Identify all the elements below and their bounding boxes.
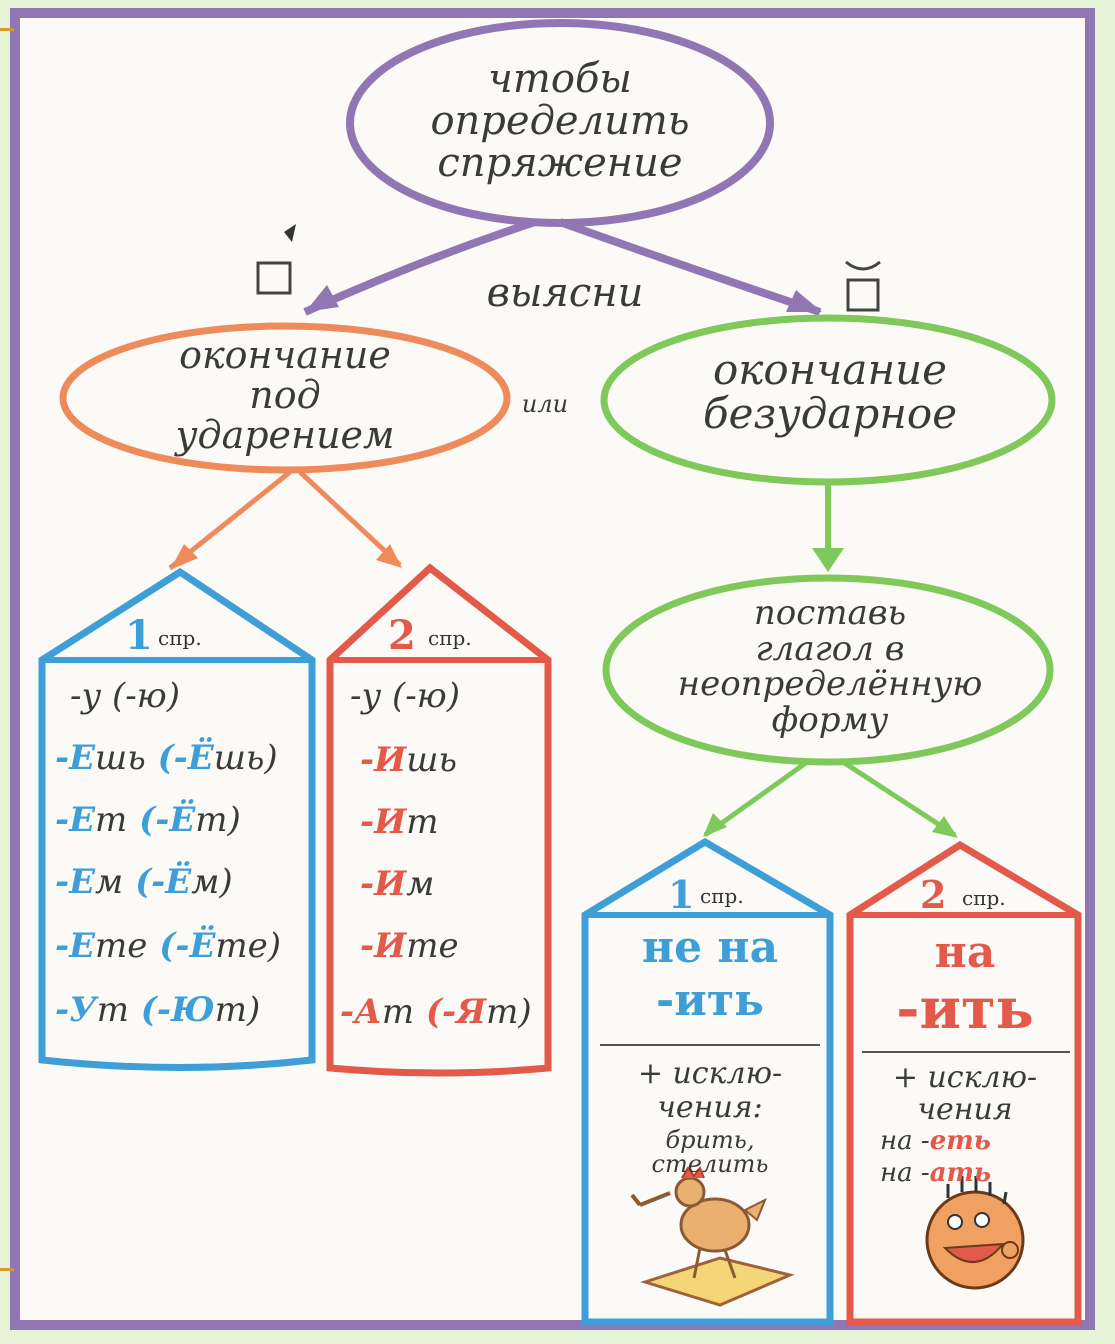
conj-label: спр. (962, 886, 1006, 910)
rule-text: -ить (896, 976, 1034, 1042)
chicken-icon (630, 1165, 795, 1307)
conj-number: 2 (920, 872, 947, 917)
conj-label: спр. (428, 626, 472, 650)
ending-row: -Ем (-Ём) (55, 862, 233, 902)
stress-accent-icon (284, 224, 296, 242)
arrow-head (786, 290, 822, 312)
corner-mark (0, 28, 14, 31)
top-node-text: чтобы определить спряжение (380, 58, 740, 184)
or-label: или (521, 390, 569, 418)
ending-row: -Ут (-Ют) (55, 990, 261, 1030)
stressed-1-house (38, 567, 316, 1071)
ending-row: -Ешь (-Ёшь) (55, 738, 278, 778)
stressed-square-icon (256, 261, 292, 295)
infinitive-line: поставь (753, 593, 907, 633)
find-out-label: выясни (486, 270, 644, 316)
ending-row: -Ит (360, 802, 439, 842)
ending-row: -Ите (360, 926, 459, 966)
ending-row: -Ат (-Ят) (340, 992, 532, 1032)
unstressed-square-icon (846, 278, 880, 312)
infinitive-line: неопределённую (677, 664, 983, 705)
stressed-line: окончание (179, 333, 391, 377)
conj-number: 1 (125, 612, 153, 659)
diagram-frame (10, 8, 1095, 1330)
ending-row: -Ишь (360, 740, 457, 780)
unstressed-1-house (581, 837, 834, 1326)
stressed-line: под (249, 372, 321, 417)
unstressed-2-house (846, 840, 1082, 1326)
exception-text: стелить (651, 1150, 769, 1178)
stressed-oval (59, 322, 511, 474)
infinitive-line: форму (771, 700, 889, 741)
top-node-line: определить (430, 98, 690, 144)
conj-number: 1 (668, 872, 695, 917)
rule-text: не на (641, 922, 779, 973)
conj-number: 2 (388, 612, 416, 659)
arrow-head (305, 285, 339, 312)
exception-text: брить, (665, 1126, 755, 1154)
stressed-line: ударением (175, 412, 395, 457)
infinitive-line: глагол в (755, 628, 905, 669)
face-icon (925, 1176, 1025, 1290)
stressed-node-text: окончание под ударением (100, 333, 470, 457)
infinitive-oval (602, 574, 1054, 766)
corner-mark (0, 1268, 14, 1271)
exception-text: + исклю- (892, 1060, 1038, 1095)
exception-row: на -еть (880, 1126, 991, 1156)
stressed-2-house (326, 563, 552, 1077)
rule-text: на (934, 927, 996, 978)
ending-row: -у (-ю) (70, 676, 180, 716)
unstressed-node-text: окончание безударное (630, 345, 1030, 439)
exception-text: чения (917, 1092, 1013, 1127)
ending-row: -Ет (-Ёт) (55, 800, 241, 840)
exception-text: + исклю- (637, 1056, 783, 1091)
top-node-line: чтобы (488, 56, 632, 102)
infinitive-node-text: поставь глагол в неопределённую форму (610, 593, 1050, 741)
ending-row: -Ете (-Ёте) (55, 926, 281, 966)
conj-label: спр. (700, 884, 744, 908)
conj-label: спр. (158, 626, 202, 650)
unstressed-line: окончание (712, 345, 948, 394)
arrow-to-unstressed (558, 218, 822, 316)
top-node-line: спряжение (437, 140, 683, 186)
exception-row: на -ать (880, 1158, 992, 1188)
rule-text: -ить (655, 975, 765, 1026)
exception-text: чения: (657, 1090, 763, 1125)
ending-row: -у (-ю) (350, 676, 460, 716)
unstressed-line: безударное (702, 389, 958, 439)
ending-row: -Им (360, 864, 435, 904)
breve-icon (845, 260, 881, 271)
